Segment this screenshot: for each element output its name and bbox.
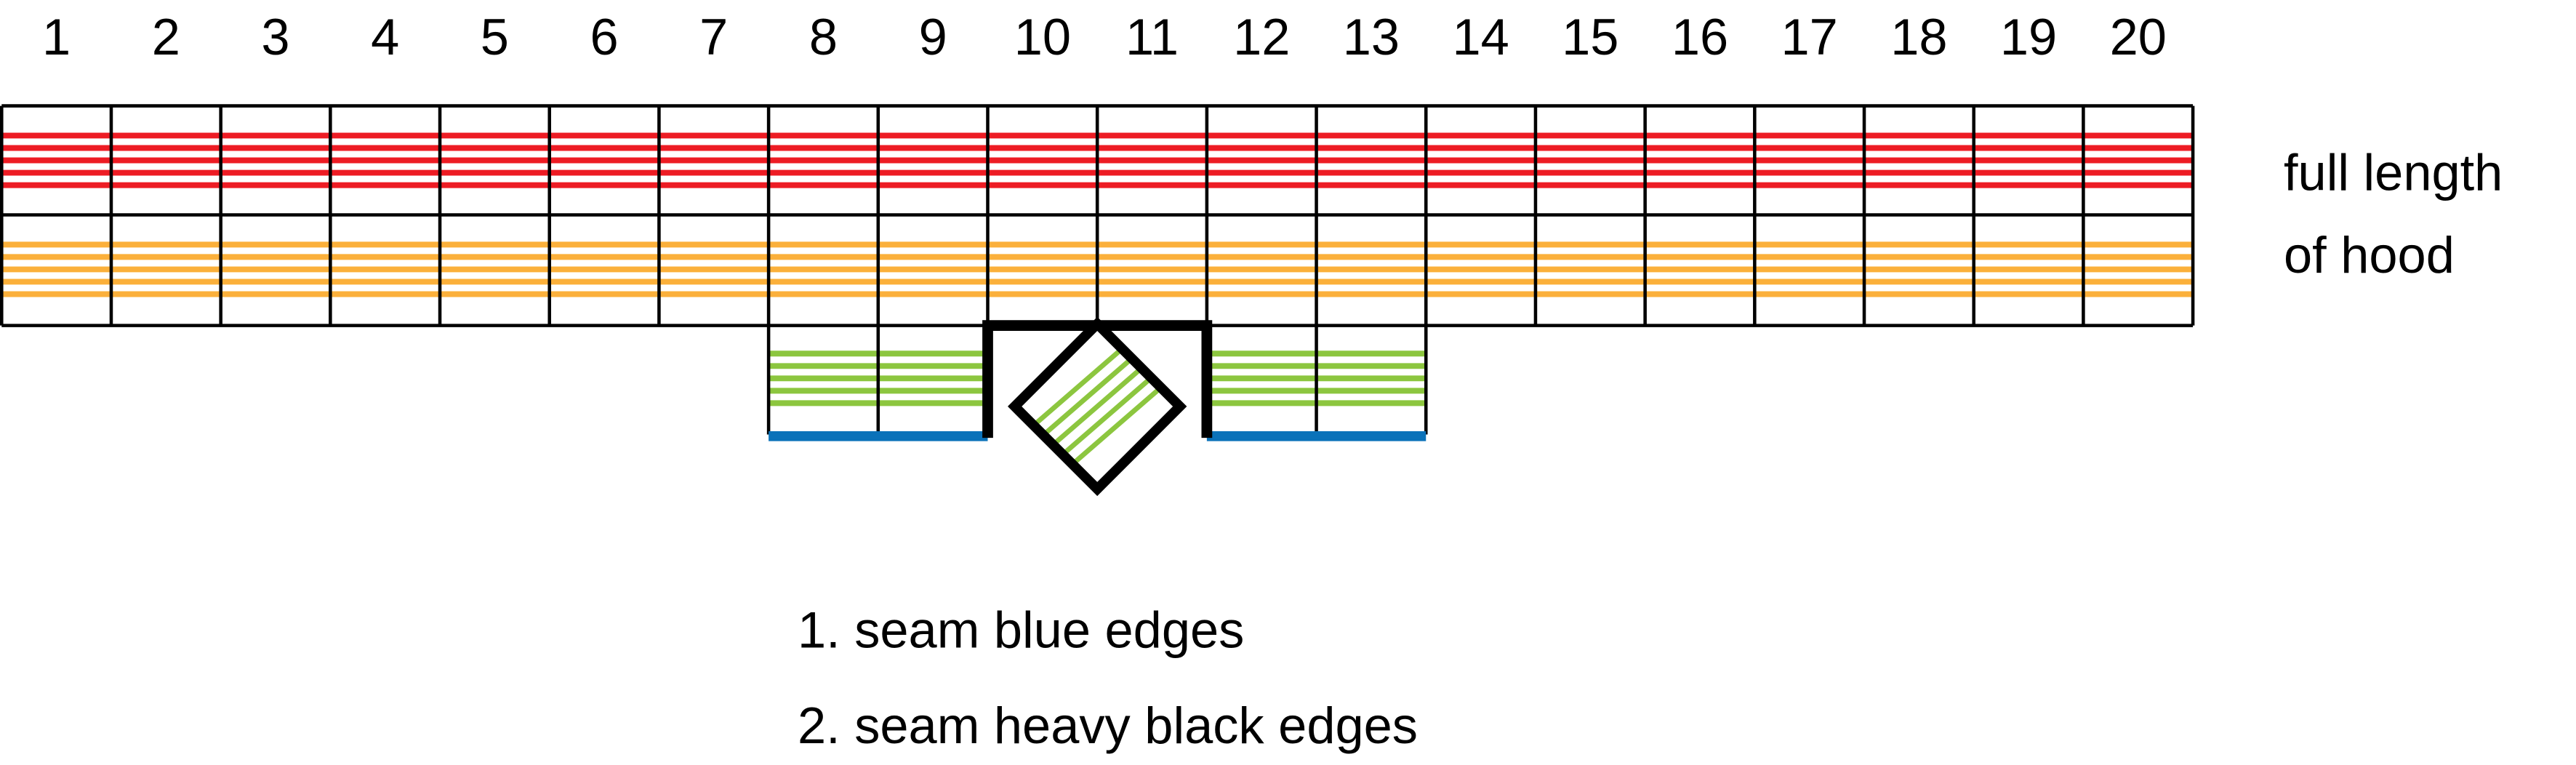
column-number: 20 <box>2110 8 2167 65</box>
column-number: 6 <box>590 8 618 65</box>
column-number: 8 <box>809 8 838 65</box>
green-diagonal-stripe <box>1057 369 1160 460</box>
column-number: 4 <box>371 8 399 65</box>
green-diagonal-stripe <box>1023 345 1126 436</box>
side-label-line-1: full length <box>2284 143 2503 201</box>
column-number: 13 <box>1343 8 1400 65</box>
column-number: 12 <box>1233 8 1290 65</box>
green-diagonal-stripe <box>1046 361 1149 452</box>
legend-item-blue-seam: 1. seam blue edges <box>798 601 1244 659</box>
column-number: 10 <box>1014 8 1071 65</box>
column-number: 15 <box>1562 8 1618 65</box>
column-number: 14 <box>1452 8 1509 65</box>
diamond-gusset-outline <box>1007 316 1187 497</box>
column-number: 9 <box>919 8 947 65</box>
column-number: 5 <box>481 8 509 65</box>
column-number: 16 <box>1672 8 1728 65</box>
green-diagonal-stripe <box>1034 353 1137 444</box>
column-number: 11 <box>1126 8 1179 65</box>
column-number: 19 <box>2000 8 2057 65</box>
green-diagonal-stripe <box>1069 377 1172 468</box>
column-number: 1 <box>42 8 71 65</box>
column-number: 2 <box>152 8 180 65</box>
legend-item-black-seam: 2. seam heavy black edges <box>798 697 1418 754</box>
side-label-line-2: of hood <box>2284 226 2455 284</box>
column-number: 17 <box>1781 8 1838 65</box>
seams <box>769 316 1427 497</box>
diamond-stripes <box>1023 345 1172 468</box>
column-number: 7 <box>699 8 728 65</box>
column-number: 18 <box>1890 8 1947 65</box>
heavy-black-seam-edge <box>982 320 1213 438</box>
column-number: 3 <box>261 8 289 65</box>
grid <box>0 104 2195 435</box>
